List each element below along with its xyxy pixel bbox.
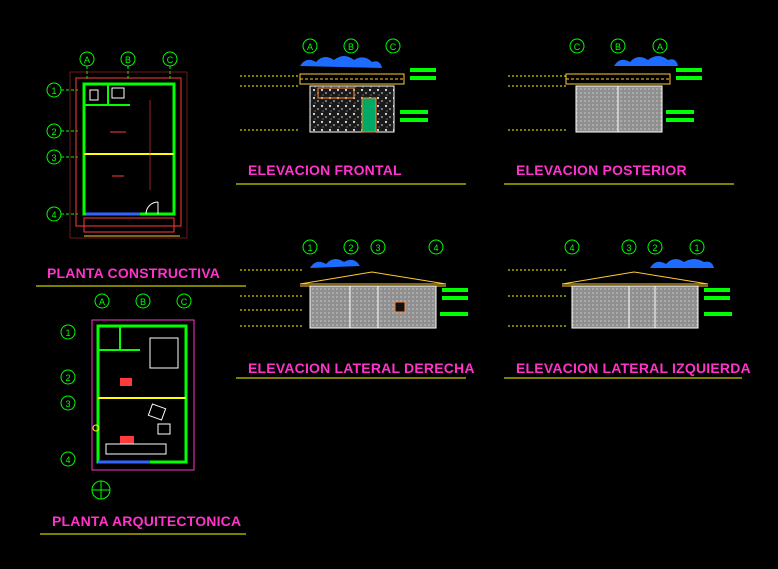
- elevacion-posterior-title: ELEVACION POSTERIOR: [516, 162, 687, 178]
- planta-constructiva-drawing: A B C 1 2 3 4: [46, 51, 188, 239]
- svg-text:2: 2: [65, 373, 70, 383]
- axis-bubble-2: 2: [647, 239, 663, 255]
- axis-bubble-2: 2: [46, 123, 78, 139]
- axis-bubble-a: A: [94, 293, 110, 309]
- svg-text:A: A: [84, 55, 90, 65]
- svg-text:2: 2: [51, 127, 56, 137]
- svg-text:3: 3: [626, 243, 631, 253]
- axis-bubble-a: A: [652, 38, 668, 54]
- axis-bubble-2: 2: [60, 369, 76, 385]
- axis-bubble-c: C: [385, 38, 401, 54]
- axis-bubble-3: 3: [370, 239, 386, 255]
- elevacion-frontal-title: ELEVACION FRONTAL: [248, 162, 402, 178]
- svg-text:C: C: [181, 297, 188, 307]
- axis-bubble-1: 1: [302, 239, 318, 255]
- axis-bubble-4: 4: [564, 239, 580, 255]
- axis-bubble-c: C: [176, 293, 192, 309]
- svg-text:4: 4: [569, 243, 574, 253]
- axis-bubble-b: B: [135, 293, 151, 309]
- axis-bubble-b: B: [120, 51, 136, 80]
- axis-bubble-2: 2: [343, 239, 359, 255]
- svg-text:4: 4: [51, 210, 56, 220]
- svg-text:4: 4: [433, 243, 438, 253]
- svg-text:B: B: [125, 55, 131, 65]
- svg-text:1: 1: [694, 243, 699, 253]
- svg-text:3: 3: [51, 153, 56, 163]
- svg-text:A: A: [307, 42, 313, 52]
- svg-text:C: C: [167, 55, 174, 65]
- elevacion-lateral-izquierda-title: ELEVACION LATERAL IZQUIERDA: [516, 360, 751, 376]
- svg-text:C: C: [390, 42, 397, 52]
- svg-text:A: A: [657, 42, 663, 52]
- svg-text:2: 2: [348, 243, 353, 253]
- axis-bubble-3: 3: [46, 149, 78, 165]
- axis-bubble-c: C: [569, 38, 585, 54]
- axis-bubble-1: 1: [689, 239, 705, 255]
- elevacion-posterior-drawing: C B A: [508, 38, 702, 133]
- svg-text:C: C: [574, 42, 581, 52]
- svg-text:3: 3: [65, 399, 70, 409]
- svg-text:A: A: [99, 297, 105, 307]
- planta-arquitectonica-title: PLANTA ARQUITECTONICA: [52, 513, 242, 529]
- axis-bubble-1: 1: [60, 324, 76, 340]
- elevacion-lateral-izquierda-drawing: 4 3 2 1: [508, 239, 732, 329]
- elevacion-frontal-drawing: A B C: [240, 38, 436, 133]
- axis-bubble-3: 3: [621, 239, 637, 255]
- svg-text:4: 4: [65, 455, 70, 465]
- svg-text:1: 1: [307, 243, 312, 253]
- elevacion-lateral-derecha-drawing: 1 2 3 4: [240, 239, 468, 329]
- axis-bubble-4: 4: [428, 239, 444, 255]
- axis-bubble-c: C: [162, 51, 178, 80]
- svg-text:1: 1: [65, 328, 70, 338]
- svg-text:B: B: [140, 297, 146, 307]
- axis-bubble-b: B: [343, 38, 359, 54]
- svg-text:B: B: [615, 42, 621, 52]
- svg-text:1: 1: [51, 86, 56, 96]
- elevacion-lateral-derecha-title: ELEVACION LATERAL DERECHA: [248, 360, 475, 376]
- axis-bubble-b: B: [610, 38, 626, 54]
- planta-constructiva-title: PLANTA CONSTRUCTIVA: [47, 265, 221, 281]
- axis-bubble-a: A: [79, 51, 95, 80]
- axis-bubble-3: 3: [60, 395, 76, 411]
- svg-text:2: 2: [652, 243, 657, 253]
- axis-bubble-a: A: [302, 38, 318, 54]
- svg-text:B: B: [348, 42, 354, 52]
- axis-bubble-4: 4: [46, 206, 78, 222]
- svg-text:3: 3: [375, 243, 380, 253]
- planta-arquitectonica-drawing: A B C 1 2 3 4: [60, 293, 195, 500]
- axis-bubble-1: 1: [46, 82, 78, 98]
- axis-bubble-4: 4: [60, 451, 76, 467]
